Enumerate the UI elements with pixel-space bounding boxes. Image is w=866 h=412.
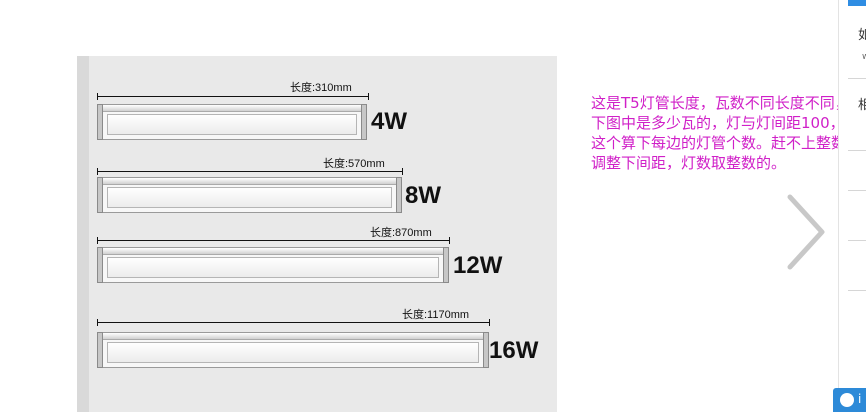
dimension-tick (97, 93, 98, 100)
help-icon (840, 393, 854, 407)
sidebar-divider (848, 240, 866, 241)
wattage-label: 16W (489, 337, 539, 364)
help-button[interactable]: i (833, 388, 866, 412)
dimension-line (97, 96, 369, 97)
sidebar-divider (848, 290, 866, 291)
length-label: 长度:310mm (290, 82, 352, 94)
sidebar-char-small: w (862, 52, 866, 62)
sidebar-char: 相 (858, 98, 866, 113)
sidebar-divider (848, 78, 866, 79)
dimension-line (97, 240, 450, 241)
tube-fixture (97, 104, 367, 140)
sidebar-accent-bar (848, 0, 866, 6)
dimension-tick (489, 319, 490, 326)
wattage-label: 8W (405, 182, 441, 209)
length-label: 长度:570mm (323, 158, 385, 170)
dimension-tick (449, 237, 450, 244)
tube-fixture (97, 177, 402, 213)
help-label: i (858, 392, 862, 406)
wattage-label: 12W (453, 252, 503, 279)
dimension-tick (402, 168, 403, 175)
tube-fixture (97, 332, 489, 368)
dimension-tick (97, 168, 98, 175)
wattage-label: 4W (371, 108, 407, 135)
dimension-tick (368, 93, 369, 100)
image-left-strip (77, 56, 89, 412)
length-label: 长度:1170mm (402, 309, 470, 321)
tube-fixture (97, 247, 449, 283)
sidebar-divider (848, 190, 866, 191)
annotation-note: 这是T5灯管长度，瓦数不同长度不同，看下图中是多少瓦的，灯与灯间距100，按这个… (591, 94, 865, 172)
sidebar-char: 如 (858, 28, 866, 43)
dimension-line (97, 322, 490, 323)
right-sidebar-edge (838, 0, 866, 412)
product-image: 长度:310mm 4W 长度:570mm 8W 长度:870mm (77, 56, 557, 412)
dimension-tick (97, 237, 98, 244)
sidebar-divider (848, 150, 866, 151)
chevron-right-icon[interactable] (780, 192, 830, 272)
dimension-line (97, 171, 403, 172)
length-label: 长度:870mm (370, 227, 432, 239)
dimension-tick (97, 319, 98, 326)
